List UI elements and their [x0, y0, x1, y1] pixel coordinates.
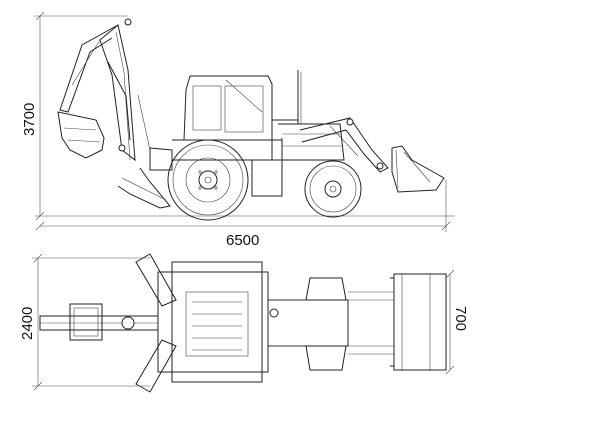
length-dimension-label: 6500: [226, 232, 259, 249]
loader-arm: [299, 117, 389, 173]
width-dimension-label: 2400: [19, 307, 36, 340]
loader-bucket: [391, 145, 445, 193]
loader-bucket-top: [390, 273, 447, 371]
top-view: 2400 700: [19, 253, 469, 393]
width-dimension: [32, 253, 150, 391]
frame-top: [267, 277, 394, 371]
backhoe-boom: [59, 18, 151, 162]
side-view: 3700 6500: [21, 11, 455, 249]
bucket-width-dimension-label: 700: [452, 306, 469, 331]
stabilizer-leg: [117, 167, 171, 209]
front-wheel: [304, 160, 362, 218]
rear-wheel: [167, 139, 249, 221]
stabilizers-top: [135, 253, 177, 393]
bucket-width-dimension: [445, 269, 455, 375]
height-dimension-label: 3700: [21, 103, 38, 136]
height-dimension: [34, 11, 128, 221]
length-dimension: [35, 180, 451, 232]
backhoe-stick-top: [39, 303, 159, 341]
body-top: [157, 261, 269, 383]
backhoe-bucket: [57, 111, 105, 159]
tractor-body: [149, 70, 345, 197]
